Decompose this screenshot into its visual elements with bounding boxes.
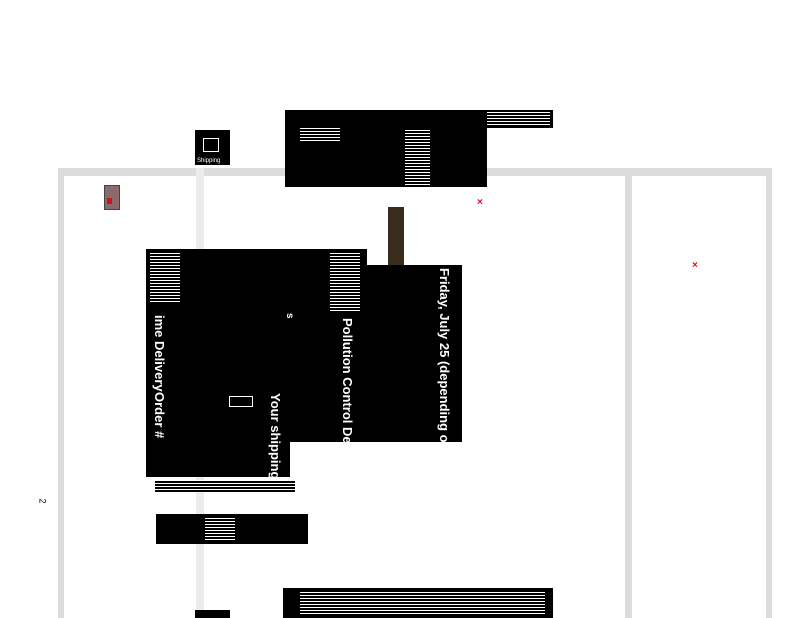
summary-lines [155, 480, 295, 492]
speed-fragment: s [284, 313, 295, 319]
page-number: 2 [37, 498, 48, 504]
footer-lines [300, 592, 545, 616]
brown-marker [388, 207, 404, 265]
header-text-lines-2 [405, 130, 430, 185]
footer-icon[interactable] [195, 610, 230, 618]
frame-left [58, 168, 64, 618]
frame-right [766, 168, 772, 618]
document-icon[interactable] [104, 185, 120, 210]
shipping-speed-label: Your shipping speed [268, 393, 283, 521]
continue-button-label [205, 518, 235, 540]
order-number-value [150, 253, 180, 303]
frame-divider-right [625, 168, 632, 618]
order-label: Order # [152, 392, 167, 439]
header-block [285, 110, 487, 187]
delivery-date: Friday, July 25 (depending on approval) [437, 268, 452, 513]
shipping-panel-bottom [146, 440, 290, 477]
department-code [330, 253, 360, 313]
department-name: Pollution Control Department [340, 318, 355, 500]
delivery-type: ime Delivery [152, 315, 167, 392]
shipping-panel-right [367, 265, 462, 442]
shipping-icon[interactable]: Shipping [195, 130, 230, 165]
shipping-icon-label: Shipping [197, 158, 221, 164]
box-icon [203, 138, 219, 152]
close-icon[interactable]: × [477, 197, 483, 208]
checkbox[interactable] [229, 396, 253, 407]
header-text-lines [300, 128, 340, 142]
close-icon-right[interactable]: × [692, 260, 698, 271]
